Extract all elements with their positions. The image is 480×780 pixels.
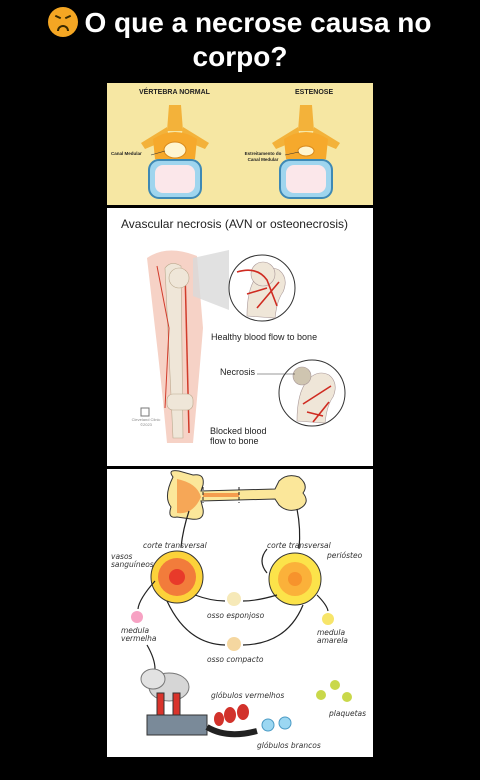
headline: O que a necrose causa no corpo? [0, 0, 480, 80]
vessels-label: vasos sanguíneos [111, 552, 154, 569]
vertebra-illustration [141, 105, 340, 199]
confounded-face-icon [48, 7, 79, 37]
avn-title: Avascular necrosis (AVN or osteonecrosis… [121, 217, 348, 231]
cross-section-left: corte transversal [143, 541, 207, 550]
red-marrow-label: medula vermelha [121, 626, 157, 643]
yellow-marrow-label: medula amarela [317, 628, 348, 645]
platelets-label: plaquetas [329, 709, 367, 718]
necrosis-label: Necrosis [220, 367, 256, 377]
factory-icon [140, 668, 258, 738]
avn-figure: Avascular necrosis (AVN or osteonecrosis… [107, 208, 373, 466]
red-cells-label: glóbulos vermelhos [211, 691, 285, 700]
normal-vertebra-label: VÉRTEBRA NORMAL [139, 89, 210, 96]
blocked-caption: Blocked blood flow to bone [210, 426, 267, 446]
cross-section-right: corte transversal [267, 541, 331, 550]
stenosis-label: ESTENOSE [295, 89, 334, 96]
canal-label: Canal Medular [111, 151, 142, 156]
compact-bone-label: osso compacto [207, 655, 264, 664]
narrowing-label: Estreitamento do Canal Medular [244, 151, 282, 162]
clinic-logo: Cleveland Clinic ©2023 [131, 417, 161, 427]
leg-bone-illustration [140, 250, 346, 443]
white-cells-label: glóbulos brancos [257, 741, 321, 750]
periosteum-label: periósteo [327, 551, 363, 560]
healthy-caption: Healthy blood flow to bone [211, 332, 318, 342]
spongy-bone-label: osso esponjoso [207, 611, 265, 620]
bone-diagram [131, 470, 352, 738]
spine-stenosis-figure: VÉRTEBRA NORMAL ESTENOSE Canal Medular E… [107, 83, 373, 205]
headline-text: O que a necrose causa no corpo? [84, 7, 432, 72]
bone-anatomy-figure: corte transversal corte transversal vaso… [107, 469, 373, 757]
